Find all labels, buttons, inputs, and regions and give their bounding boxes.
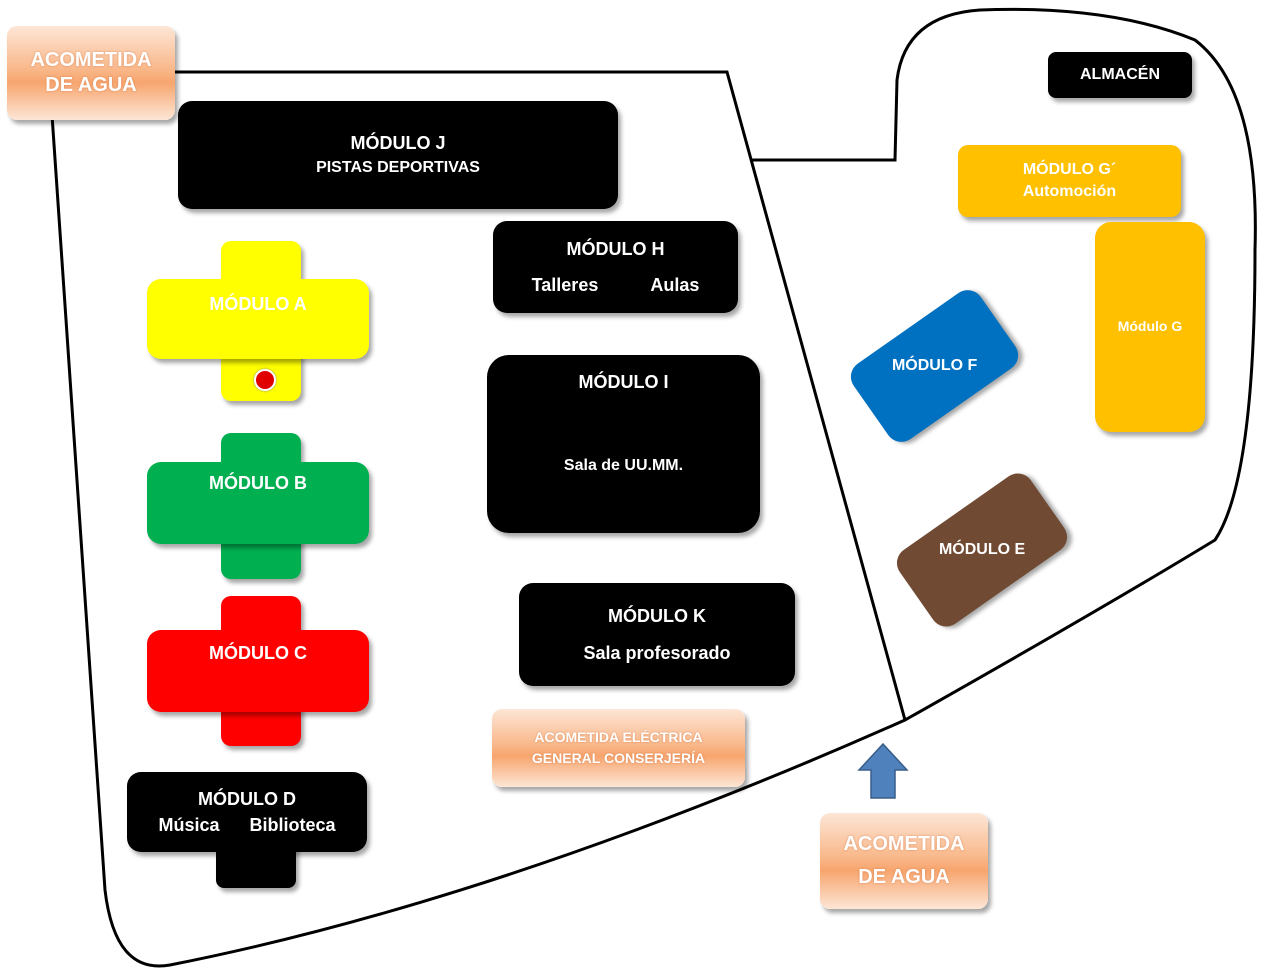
up-arrow-icon <box>857 742 909 799</box>
water-intake-bottom-line1: ACOMETIDA <box>843 833 965 855</box>
module-e-title: MÓDULO E <box>938 541 1026 558</box>
module-h-right: Aulas <box>650 275 700 295</box>
module-b: MÓDULO B <box>147 462 369 544</box>
electric-intake-line1: ACOMETIDA ELÉCTRICA <box>534 728 703 745</box>
module-d-right: Biblioteca <box>249 815 336 835</box>
module-j: MÓDULO J PISTAS DEPORTIVAS <box>178 101 618 209</box>
module-i-subtitle: Sala de UU.MM. <box>563 456 684 474</box>
water-intake-top-line2: DE AGUA <box>45 74 137 96</box>
module-g-prime-title: MÓDULO G´ <box>1022 161 1117 178</box>
module-g-title: Módulo G <box>1117 318 1183 335</box>
module-a: MÓDULO A <box>147 279 369 359</box>
water-intake-top: ACOMETIDA DE AGUA <box>7 26 175 120</box>
water-intake-bottom: ACOMETIDA DE AGUA <box>820 813 988 909</box>
module-d: MÓDULO D Música Biblioteca <box>127 772 367 852</box>
module-c-title: MÓDULO C <box>209 643 307 663</box>
module-h-left: Talleres <box>531 275 599 295</box>
module-i: MÓDULO I Sala de UU.MM. <box>487 355 760 533</box>
module-j-title: MÓDULO J <box>350 132 446 153</box>
module-g-prime: MÓDULO G´ Automoción <box>958 145 1181 217</box>
module-g-prime-subtitle: Automoción <box>1022 183 1117 200</box>
electric-intake-line2: GENERAL CONSERJERÍA <box>531 750 706 766</box>
module-almacen: ALMACÉN <box>1048 52 1192 98</box>
module-almacen-title: ALMACÉN <box>1080 66 1160 83</box>
left-zone-boundary <box>50 70 907 968</box>
module-k-subtitle: Sala profesorado <box>583 642 731 663</box>
water-intake-top-line1: ACOMETIDA <box>30 49 152 71</box>
module-j-subtitle: PISTAS DEPORTIVAS <box>316 159 480 177</box>
module-g: Módulo G <box>1095 222 1205 432</box>
module-h-title: MÓDULO H <box>566 238 665 259</box>
module-d-left: Música <box>158 815 220 835</box>
module-k: MÓDULO K Sala profesorado <box>519 583 795 686</box>
module-c: MÓDULO C <box>147 630 369 712</box>
module-b-title: MÓDULO B <box>209 473 307 493</box>
electric-intake: ACOMETIDA ELÉCTRICA GENERAL CONSERJERÍA <box>492 709 745 787</box>
module-i-title: MÓDULO I <box>578 372 669 392</box>
module-a-title: MÓDULO A <box>209 294 307 314</box>
module-h: MÓDULO H Talleres Aulas <box>493 221 738 313</box>
module-f-title: MÓDULO F <box>891 357 978 375</box>
red-dot-icon <box>254 369 276 391</box>
module-d-title: MÓDULO D <box>198 788 296 809</box>
water-intake-bottom-line2: DE AGUA <box>858 866 950 888</box>
module-k-title: MÓDULO K <box>608 606 706 626</box>
right-zone-boundary <box>752 7 1257 722</box>
